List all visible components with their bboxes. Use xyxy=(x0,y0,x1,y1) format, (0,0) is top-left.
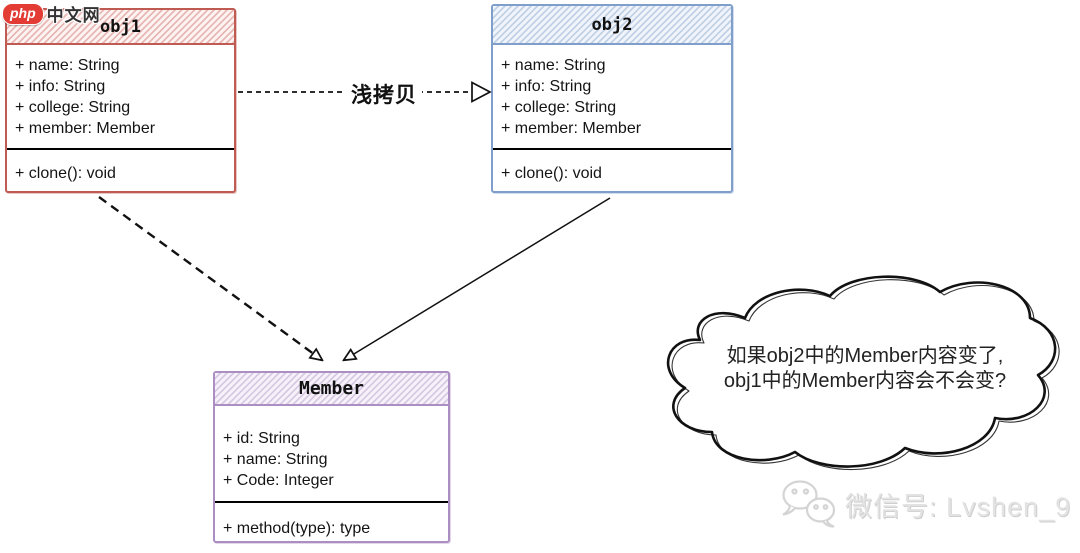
member-methods: + method(type): type xyxy=(215,501,448,541)
obj2-member-arrow xyxy=(344,197,611,360)
obj2-attribute-member: + member: Member xyxy=(501,120,642,137)
cloud-question-line2: obj1中的Member内容会不会变? xyxy=(723,370,1007,392)
obj1-attribute-college: + college: String xyxy=(15,99,131,116)
class-box-member: Member + id: String + name: String + Cod… xyxy=(213,371,450,543)
wechat-icon xyxy=(782,480,836,528)
member-attributes: + id: String + name: String + Code: Inte… xyxy=(215,406,448,501)
cloud-question-line1: 如果obj2中的Member内容变了, xyxy=(726,345,1004,367)
wechat-watermark: 微信号: Lvshen_9 xyxy=(778,478,1071,530)
obj1-method-clone: + clone(): void xyxy=(15,165,116,182)
shallow-copy-label: 浅拷贝 xyxy=(346,79,422,109)
member-attribute-code: + Code: Integer xyxy=(223,472,334,489)
obj1-methods: + clone(): void xyxy=(7,148,234,191)
member-method: + method(type): type xyxy=(223,520,371,537)
php-logo-badge: php xyxy=(2,2,44,25)
obj2-method-clone: + clone(): void xyxy=(501,165,602,182)
obj2-attributes: + name: String + info: String + college:… xyxy=(493,45,731,148)
site-logo: php 中文网 xyxy=(2,1,101,26)
member-attribute-name: + name: String xyxy=(223,451,328,468)
class-box-obj1: obj1 + name: String + info: String + col… xyxy=(5,8,236,193)
class-box-obj2: obj2 + name: String + info: String + col… xyxy=(491,4,733,193)
obj2-attribute-college: + college: String xyxy=(501,99,617,116)
hollow-triangle-arrowhead xyxy=(471,81,492,103)
cloud-question: 如果obj2中的Member内容变了, obj1中的Member内容会不会变? xyxy=(688,344,1042,394)
watermark-text: 微信号: Lvshen_9 xyxy=(845,491,1072,522)
obj1-attribute-name: + name: String xyxy=(15,57,120,74)
obj2-attribute-info: + info: String xyxy=(501,78,592,95)
class-title-obj2: obj2 xyxy=(493,6,731,45)
obj1-member-arrow xyxy=(98,196,322,360)
class-title-obj1: obj1 xyxy=(7,10,234,45)
obj1-attribute-info: + info: String xyxy=(15,78,106,95)
obj1-attribute-member: + member: Member xyxy=(15,120,156,137)
obj1-attributes: + name: String + info: String + college:… xyxy=(7,45,234,148)
site-name: 中文网 xyxy=(46,6,101,25)
member-attribute-id: + id: String xyxy=(223,430,300,447)
obj2-methods: + clone(): void xyxy=(493,148,731,191)
class-title-member: Member xyxy=(215,373,448,406)
obj2-attribute-name: + name: String xyxy=(501,57,606,74)
